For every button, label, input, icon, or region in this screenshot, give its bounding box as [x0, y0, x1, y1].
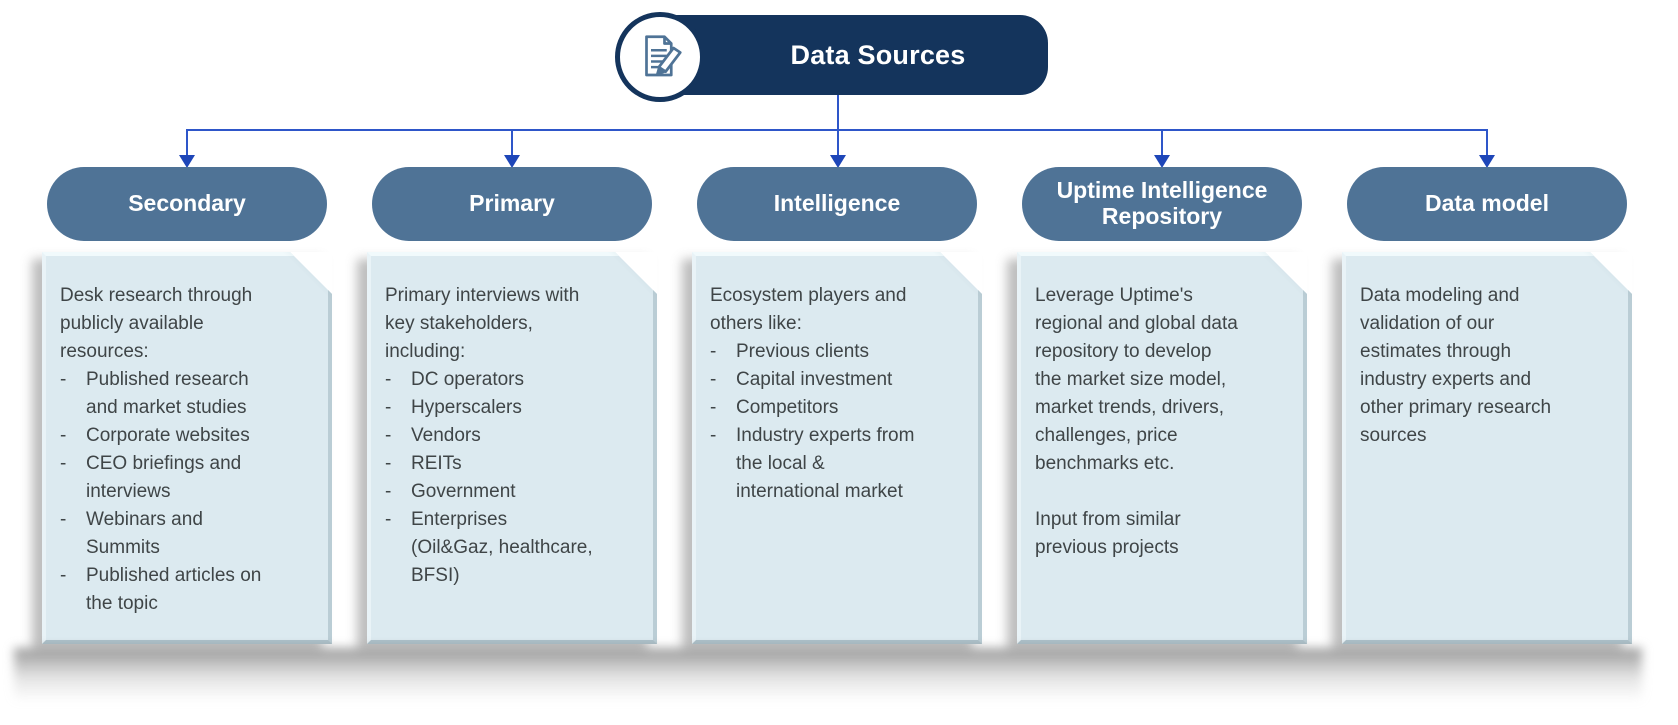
- bullet-item: -Corporate websites: [60, 422, 318, 450]
- bullet-marker: -: [60, 425, 67, 446]
- bullet-text: Published articles on the topic: [86, 565, 262, 614]
- card-intro: Ecosystem players and others like:: [710, 285, 907, 334]
- bullet-marker: -: [60, 369, 67, 390]
- bullet-text: Industry experts from the local & intern…: [736, 425, 915, 502]
- bullet-item: -Government: [385, 478, 643, 506]
- bullet-text: Competitors: [736, 397, 839, 418]
- bullet-text: Corporate websites: [86, 425, 250, 446]
- bullet-list: -Published research and market studies -…: [60, 366, 318, 618]
- bullet-marker: -: [60, 453, 67, 474]
- bullet-item: -Webinars and Summits: [60, 506, 318, 562]
- bullet-text: Previous clients: [736, 341, 870, 362]
- notes-pencil-icon: [615, 12, 705, 102]
- card-primary: Primary interviews with key stakeholders…: [367, 252, 657, 644]
- bullet-marker: -: [385, 369, 392, 390]
- column-secondary: Secondary Desk research through publicly…: [42, 167, 332, 644]
- notes-pencil-glyph: [645, 35, 682, 77]
- branch-pill-uptime-intelligence-repository: Uptime Intelligence Repository: [1022, 167, 1302, 241]
- branch-pill-data-model: Data model: [1347, 167, 1627, 241]
- column-uptime-intelligence-repository: Uptime Intelligence Repository Leverage …: [1017, 167, 1307, 644]
- branch-pill-label: Primary: [469, 190, 555, 217]
- bullet-marker: -: [710, 369, 717, 390]
- bullet-marker: -: [385, 425, 392, 446]
- card-intro: Data modeling and validation of our esti…: [1360, 285, 1552, 446]
- bullet-item: -Capital investment: [710, 366, 968, 394]
- bullet-text: Webinars and Summits: [86, 509, 203, 558]
- bullet-item: -CEO briefings and interviews: [60, 450, 318, 506]
- bullet-marker: -: [60, 509, 67, 530]
- bullet-marker: -: [710, 397, 717, 418]
- floor-shadow: [14, 648, 1642, 702]
- card-outro: Input from similar previous projects: [1035, 509, 1181, 558]
- bullet-text: Hyperscalers: [411, 397, 522, 418]
- branch-pill-intelligence: Intelligence: [697, 167, 977, 241]
- bullet-text: REITs: [411, 453, 462, 474]
- card-intro: Desk research through publicly available…: [60, 285, 253, 362]
- bullet-marker: -: [60, 565, 67, 586]
- bullet-item: -Previous clients: [710, 338, 968, 366]
- bullet-item: -Vendors: [385, 422, 643, 450]
- bullet-item: -Industry experts from the local & inter…: [710, 422, 968, 506]
- card-intro: Primary interviews with key stakeholders…: [385, 285, 580, 362]
- card-secondary: Desk research through publicly available…: [42, 252, 332, 644]
- bullet-text: CEO briefings and interviews: [86, 453, 242, 502]
- branch-pill-label: Intelligence: [773, 190, 901, 217]
- connector-lines: [179, 94, 1495, 168]
- branch-pill-label: Data model: [1425, 190, 1549, 217]
- column-primary: Primary Primary interviews with key stak…: [367, 167, 657, 644]
- card-intelligence: Ecosystem players and others like: -Prev…: [692, 252, 982, 644]
- bullet-text: DC operators: [411, 369, 524, 390]
- column-data-model: Data model Data modeling and validation …: [1342, 167, 1632, 644]
- bullet-item: -Published articles on the topic: [60, 562, 318, 618]
- card-data-model: Data modeling and validation of our esti…: [1342, 252, 1632, 644]
- branch-pill-secondary: Secondary: [47, 167, 327, 241]
- bullet-marker: -: [710, 341, 717, 362]
- branch-pill-primary: Primary: [372, 167, 652, 241]
- bullet-marker: -: [385, 397, 392, 418]
- card-intro: Leverage Uptime's regional and global da…: [1035, 285, 1238, 474]
- bullet-text: Capital investment: [736, 369, 893, 390]
- column-intelligence: Intelligence Ecosystem players and other…: [692, 167, 982, 644]
- bullet-item: -Enterprises (Oil&Gaz, healthcare, BFSI): [385, 506, 643, 590]
- bullet-list: -DC operators -Hyperscalers -Vendors -RE…: [385, 366, 643, 590]
- data-sources-header-pill: Data Sources: [650, 15, 1048, 95]
- card-uptime-intelligence-repository: Leverage Uptime's regional and global da…: [1017, 252, 1307, 644]
- bullet-marker: -: [385, 509, 392, 530]
- card-wrap-uptime-intelligence-repository: Leverage Uptime's regional and global da…: [1017, 252, 1307, 644]
- header-title: Data Sources: [790, 39, 966, 70]
- bullet-item: -Competitors: [710, 394, 968, 422]
- bullet-text: Government: [411, 481, 516, 502]
- bullet-item: -DC operators: [385, 366, 643, 394]
- bullet-item: -REITs: [385, 450, 643, 478]
- bullet-item: -Hyperscalers: [385, 394, 643, 422]
- branch-pill-label: Uptime Intelligence Repository: [1056, 177, 1268, 229]
- bullet-list: -Previous clients -Capital investment -C…: [710, 338, 968, 506]
- bullet-text: Enterprises (Oil&Gaz, healthcare, BFSI): [411, 509, 593, 586]
- card-wrap-data-model: Data modeling and validation of our esti…: [1342, 252, 1632, 644]
- branch-pill-label: Secondary: [128, 190, 246, 217]
- bullet-text: Vendors: [411, 425, 481, 446]
- bullet-marker: -: [385, 453, 392, 474]
- card-wrap-primary: Primary interviews with key stakeholders…: [367, 252, 657, 644]
- bullet-marker: -: [710, 425, 717, 446]
- bullet-marker: -: [385, 481, 392, 502]
- card-wrap-intelligence: Ecosystem players and others like: -Prev…: [692, 252, 982, 644]
- card-wrap-secondary: Desk research through publicly available…: [42, 252, 332, 644]
- bullet-item: -Published research and market studies: [60, 366, 318, 422]
- bullet-text: Published research and market studies: [86, 369, 249, 418]
